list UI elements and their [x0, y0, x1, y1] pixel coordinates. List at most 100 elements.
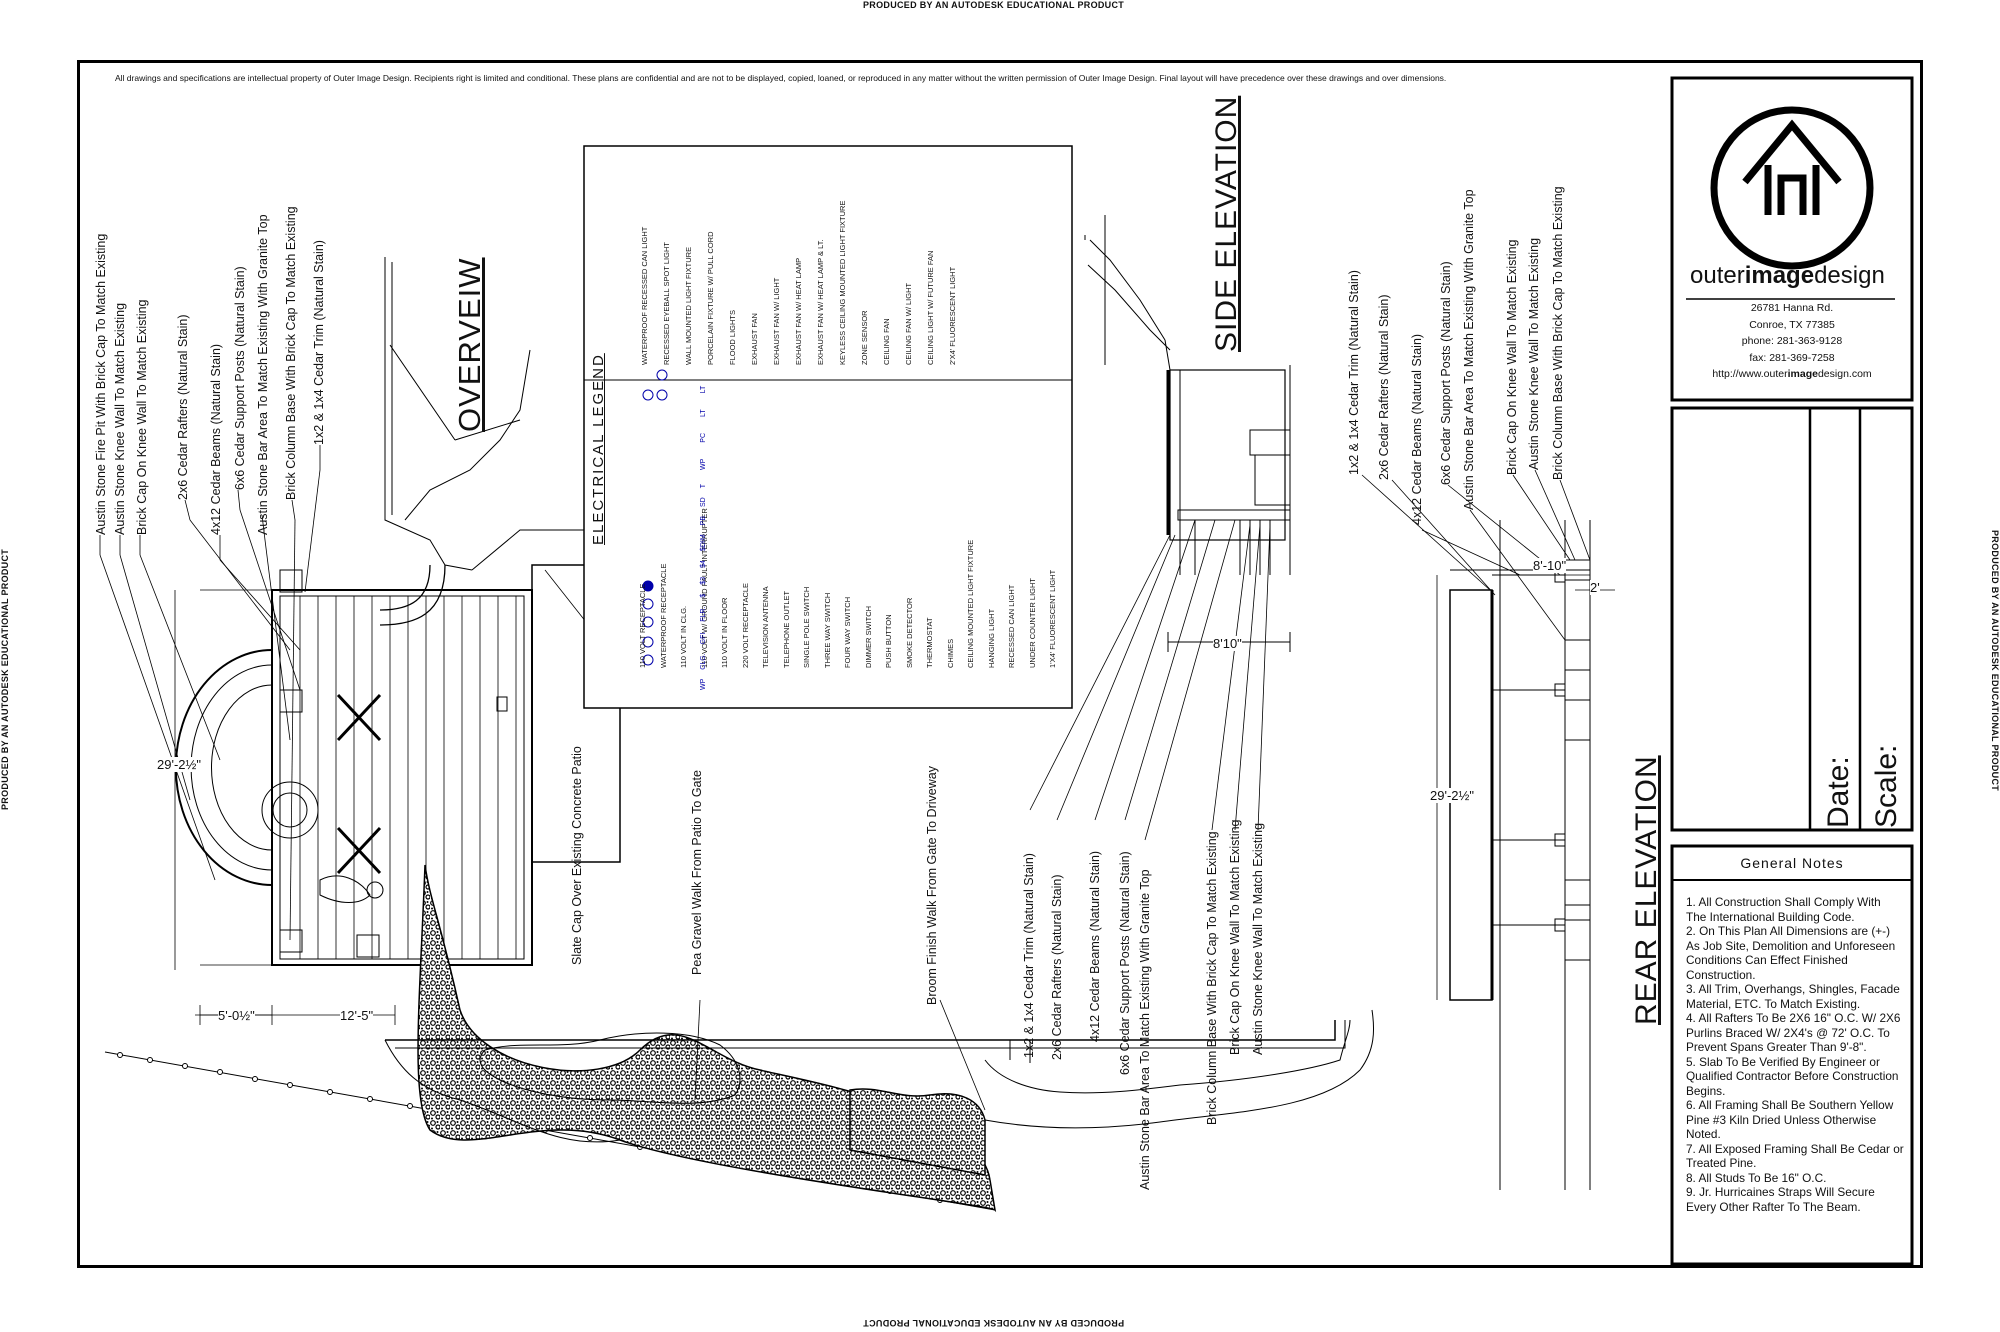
legend-symbol-codes-left: WP CLG. GFI. FLR. $ $3 $4 $DIM PB SD T — [700, 484, 707, 690]
general-notes-title: General Notes — [1740, 855, 1844, 871]
dimension-label: 29'-2½" — [1430, 788, 1474, 803]
rear-callout: 6x6 Cedar Support Posts (Natural Stain) — [1439, 261, 1453, 485]
legend-item: WALL MOUNTED LIGHT FIXTURE — [684, 246, 693, 365]
legend-item: PUSH BUTTON — [884, 614, 893, 668]
general-note: 5. Slab To Be Verified By Engineer or Qu… — [1686, 1054, 1899, 1098]
company-city: Conroe, TX 77385 — [1749, 318, 1835, 331]
legend-symbol-code: LT — [700, 385, 707, 394]
rear-callout: 1x2 & 1x4 Cedar Trim (Natural Stain) — [1347, 270, 1361, 475]
legend-symbol-codes-right: WP PC LT LT — [700, 386, 707, 470]
legend-item: 1'X4' FLUORESCENT LIGHT — [1048, 569, 1057, 668]
date-label: Date: — [1822, 756, 1855, 828]
rear-callout: 4x12 Cedar Beams (Natural Stain) — [1410, 333, 1424, 525]
overview-callout: 6x6 Cedar Support Posts (Natural Stain) — [233, 266, 247, 490]
legend-symbol-code: T — [700, 483, 707, 489]
legend-item: FOUR WAY SWITCH — [843, 596, 852, 668]
overview-callout: Brick Column Base With Brick Cap To Matc… — [284, 206, 298, 500]
company-phone: phone: 281-363-9128 — [1741, 335, 1843, 347]
overview-callout: 1x2 & 1x4 Cedar Trim (Natural Stain) — [312, 240, 326, 445]
legend-item: SINGLE POLE SWITCH — [802, 586, 811, 668]
side-callout: Brick Cap On Knee Wall To Match Existing — [1228, 819, 1242, 1055]
legend-item: EXHAUST FAN W/ HEAT LAMP & LT. — [816, 239, 825, 365]
legend-item: PORCELAIN FIXTURE W/ PULL CORD — [706, 231, 715, 366]
legend-item: 110 VOLT IN FLOOR — [720, 597, 729, 668]
rear-elevation — [1449, 520, 1591, 1190]
legend-item: HANGING LIGHT — [986, 608, 996, 668]
general-note: 3. All Trim, Overhangs, Shingles, Facade… — [1686, 982, 1900, 1011]
legend-symbols — [642, 369, 668, 666]
disclaimer-text: All drawings and specifications are inte… — [115, 73, 1447, 83]
side-leaders — [1029, 519, 1271, 841]
legend-item: FLOOD LIGHTS — [728, 309, 737, 365]
legend-item: WATERPROOF RECESSED CAN LIGHT — [640, 226, 649, 365]
dimension-label: 5'-0½" — [218, 1008, 255, 1023]
legend-item: 110 VOLT IN CLG. — [679, 605, 688, 668]
legend-item: 110 VOLT RECEPTACLE — [638, 583, 647, 668]
company-info: 26781 Hanna Rd. Conroe, TX 77385 phone: … — [1672, 300, 1912, 383]
legend-item: RECESSED EYEBALL SPOT LIGHT — [662, 242, 671, 365]
legend-item: EXHAUST FAN — [750, 313, 759, 365]
side-callout: Brick Column Base With Brick Cap To Matc… — [1205, 831, 1219, 1125]
legend-symbol-code: PB — [700, 516, 707, 526]
side-callout: Austin Stone Bar Area To Match Existing … — [1138, 869, 1152, 1190]
legend-item: EXHAUST FAN W/ HEAT LAMP — [794, 257, 803, 365]
rear-callout: 2x6 Cedar Rafters (Natural Stain) — [1377, 294, 1391, 481]
side-callout: Austin Stone Knee Wall To Match Existing — [1251, 822, 1265, 1055]
company-address: 26781 Hanna Rd. — [1750, 302, 1834, 314]
title-block-frame — [1670, 76, 1914, 1266]
legend-item: SMOKE DETECTOR — [904, 597, 914, 668]
general-note: 8. All Studs To Be 16" O.C. — [1686, 1170, 1827, 1185]
legend-item: 220 VOLT RECEPTACLE — [740, 582, 750, 668]
general-note: 4. All Rafters To Be 2X6 16" O.C. W/ 2X6… — [1686, 1011, 1901, 1054]
legend-item: CEILING LIGHT W/ FUTURE FAN — [926, 250, 935, 365]
watermark-top: PRODUCED BY AN AUTODESK EDUCATIONAL PROD… — [863, 0, 1125, 10]
rear-leaders — [1361, 469, 1591, 641]
legend-symbol-code: $DIM — [700, 534, 707, 552]
legend-item: THREE WAY SWITCH — [822, 592, 832, 668]
overview-callout: Austin Stone Knee Wall To Match Existing — [113, 302, 127, 535]
legend-symbol-code: LT — [700, 409, 707, 417]
dimension-label: 12'-5" — [340, 1008, 374, 1023]
side-callout: 1x2 & 1x4 Cedar Trim (Natural Stain) — [1022, 853, 1036, 1058]
side-elevation-title: SIDE ELEVATION — [1210, 95, 1243, 352]
site-callout: Pea Gravel Walk From Patio To Gate — [690, 770, 704, 975]
legend-symbol-code: PC — [700, 432, 707, 443]
general-notes-list: 1. All Construction Shall Comply With Th… — [1686, 895, 1904, 1214]
side-callout: 4x12 Cedar Beams (Natural Stain) — [1088, 850, 1102, 1042]
legend-item: CEILING FAN W/ LIGHT — [904, 282, 913, 365]
drawing-frame — [77, 60, 1923, 1268]
house-outline — [384, 215, 1291, 575]
general-note: 9. Jr. Hurricaines Straps Will Secure Ev… — [1686, 1185, 1875, 1214]
legend-item: CHIMES — [945, 638, 955, 668]
side-callout: 2x6 Cedar Rafters (Natural Stain) — [1050, 874, 1064, 1061]
brand-suffix: design — [1814, 262, 1885, 289]
pavilion-plan — [174, 564, 621, 966]
rear-callout: Austin Stone Bar Area To Match Existing … — [1462, 189, 1476, 510]
legend-item: EXHAUST FAN W/ LIGHT — [772, 277, 781, 365]
general-note: 7. All Exposed Framing Shall Be Cedar or… — [1686, 1141, 1904, 1171]
legend-item: CEILING MOUNTED LIGHT FIXTURE — [966, 539, 975, 668]
legend-column-right: WATERPROOF RECESSED CAN LIGHT RECESSED E… — [640, 201, 957, 365]
overview-callout: 2x6 Cedar Rafters (Natural Stain) — [176, 314, 190, 501]
brand-prefix: outer — [1690, 262, 1745, 289]
legend-item: TELEPHONE OUTLET — [781, 590, 791, 668]
legend-item: DIMMER SWITCH — [863, 605, 873, 668]
legend-item: WATERPROOF RECEPTACLE — [658, 563, 668, 668]
overview-callout: Brick Cap On Knee Wall To Match Existing — [135, 299, 149, 535]
side-callout: 6x6 Cedar Support Posts (Natural Stain) — [1118, 851, 1132, 1075]
company-brand: outerimagedesign — [1690, 262, 1885, 290]
company-url[interactable]: http://www.outerimagedesign.com — [1712, 368, 1872, 380]
legend-box — [583, 145, 1073, 709]
side-elevation — [1166, 369, 1291, 652]
overview-title: OVERVEIW — [452, 257, 487, 432]
legend-item: CEILING FAN — [882, 318, 891, 365]
site-callout: Slate Cap Over Existing Concrete Patio — [570, 746, 584, 965]
overview-callout: Austin Stone Fire Pit With Brick Cap To … — [94, 233, 108, 535]
dimension-label: 29'-2½" — [157, 757, 201, 772]
dimension-label: 8'-10" — [1533, 558, 1567, 573]
rear-callout: Brick Column Base With Brick Cap To Matc… — [1551, 186, 1565, 480]
brand-bold: image — [1744, 262, 1815, 289]
general-note: 1. All Construction Shall Comply With Th… — [1686, 895, 1881, 924]
electrical-legend-title: ELECTRICAL LEGEND — [590, 353, 607, 545]
legend-symbol-code: FLR. — [700, 606, 707, 622]
